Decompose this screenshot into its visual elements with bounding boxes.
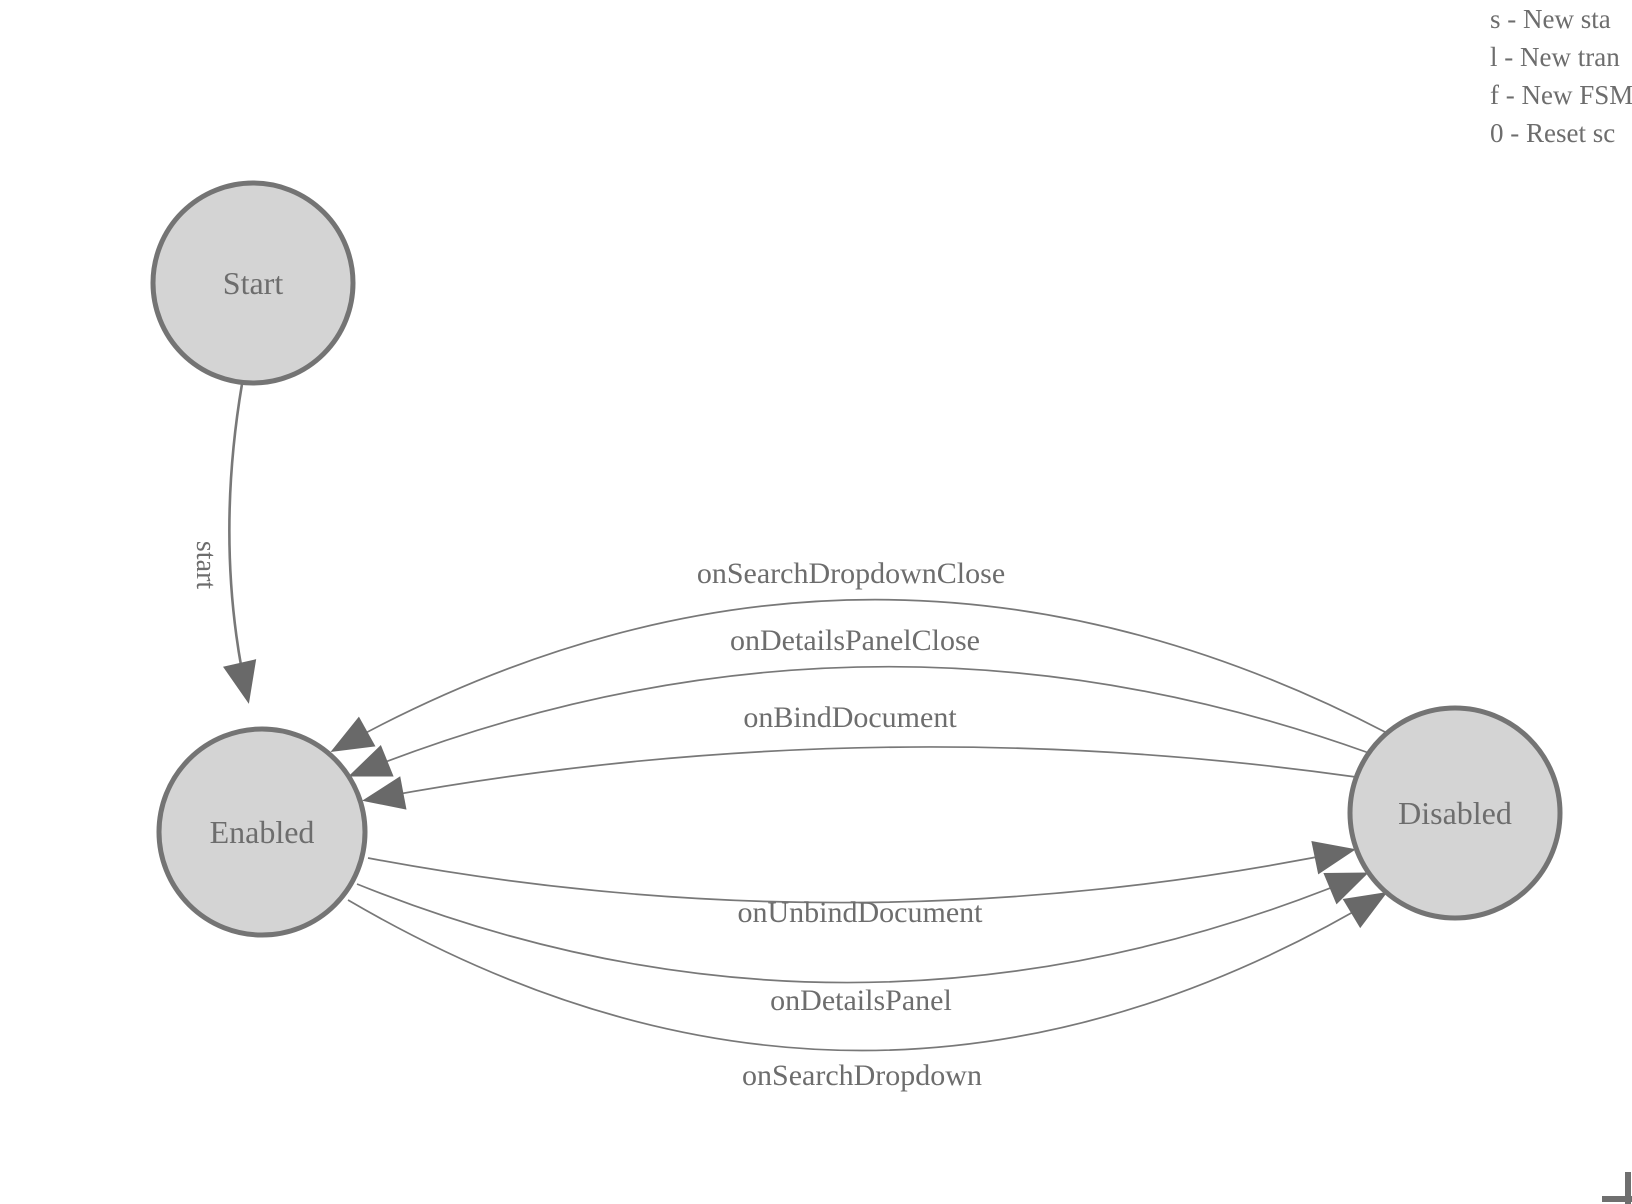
transition-label-onUnbindDocument: onUnbindDocument — [738, 896, 984, 929]
legend-line: l - New tran — [1490, 42, 1620, 72]
transition-label-onSearchDropdown: onSearchDropdown — [742, 1059, 982, 1092]
transition-label-onSearchDropdownClose: onSearchDropdownClose — [697, 557, 1005, 590]
state-label: Disabled — [1398, 795, 1512, 831]
state-node-start[interactable]: Start — [150, 180, 356, 386]
state-label: Start — [223, 265, 284, 301]
transition-edge-onSearchDropdown[interactable] — [347, 891, 1388, 1052]
keyboard-shortcuts-legend: s - New sta l - New tran f - New FSM 0 -… — [1490, 0, 1632, 152]
state-node-disabled[interactable]: Disabled — [1347, 705, 1563, 921]
transition-edge-onUnbindDocument[interactable] — [367, 841, 1356, 904]
legend-line: f - New FSM — [1490, 80, 1632, 110]
transition-label-onDetailsPanelClose: onDetailsPanelClose — [730, 624, 980, 657]
transition-edge-onBindDocument[interactable] — [362, 746, 1357, 810]
transition-edge-onSearchDropdownClose[interactable] — [330, 598, 1388, 752]
state-circle[interactable] — [1347, 705, 1563, 921]
transition-label-start: start — [190, 541, 221, 589]
transition-label-onDetailsPanel: onDetailsPanel — [770, 984, 952, 1017]
state-circle[interactable] — [150, 180, 356, 386]
state-circle[interactable] — [156, 726, 368, 938]
state-node-enabled[interactable]: Enabled — [156, 726, 368, 938]
transition-edge-onDetailsPanelClose[interactable] — [348, 665, 1370, 777]
canvas-corner-overlay — [1602, 1172, 1632, 1204]
transition-edge-onDetailsPanel[interactable] — [356, 872, 1369, 984]
legend-line: s - New sta — [1490, 4, 1611, 34]
state-label: Enabled — [210, 814, 315, 850]
transition-edge-start[interactable] — [223, 383, 257, 704]
legend-line: 0 - Reset sc — [1490, 118, 1616, 148]
transition-label-onBindDocument: onBindDocument — [743, 701, 957, 734]
